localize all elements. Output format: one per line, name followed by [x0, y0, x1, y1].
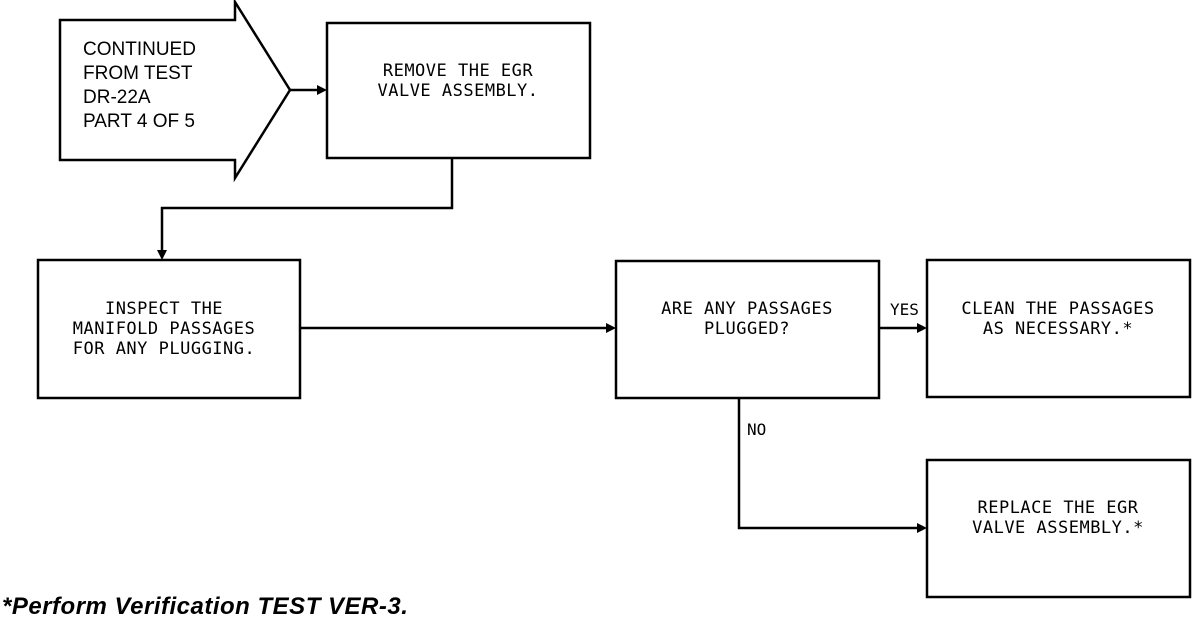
decision-passages-plugged: ARE ANY PASSAGES PLUGGED? [614, 259, 881, 400]
decision-passages-plugged-box [614, 259, 881, 400]
connector-inspect-to-decision [300, 323, 616, 333]
step-clean-line-2: AS NECESSARY.* [983, 319, 1133, 339]
continuation-pointer-shape [58, 0, 292, 183]
no-label: NO [747, 420, 766, 439]
step-replace-line-2: VALVE ASSEMBLY.* [972, 518, 1144, 538]
step-remove-valve-line-1: REMOVE THE EGR [383, 61, 534, 81]
step-remove-valve: REMOVE THE EGR VALVE ASSEMBLY. [325, 21, 592, 160]
verification-footnote: *Perform Verification TEST VER-3. [2, 593, 408, 620]
connector-yes-branch: YES [879, 300, 927, 333]
continuation-pointer: CONTINUED FROM TEST DR-22A PART 4 OF 5 [58, 0, 292, 183]
step-inspect-line-2: MANIFOLD PASSAGES [73, 319, 256, 339]
step-inspect-passages: INSPECT THE MANIFOLD PASSAGES FOR ANY PL… [36, 258, 302, 400]
step-remove-valve-line-2: VALVE ASSEMBLY. [377, 81, 538, 101]
step-replace-line-1: REPLACE THE EGR [977, 498, 1138, 518]
step-replace-valve-box [925, 458, 1192, 599]
connector-no-branch: NO [737, 398, 927, 533]
pointer-line-2: FROM TEST [83, 63, 193, 84]
pointer-line-1: CONTINUED [83, 39, 196, 60]
step-clean-passages-box [925, 258, 1192, 399]
connector-remove-to-inspect [157, 158, 454, 260]
decision-line-1: ARE ANY PASSAGES [661, 299, 833, 319]
step-replace-valve: REPLACE THE EGR VALVE ASSEMBLY.* [925, 458, 1192, 599]
yes-label: YES [890, 300, 919, 319]
pointer-line-4: PART 4 OF 5 [83, 111, 195, 132]
step-remove-valve-box [325, 21, 592, 160]
step-inspect-line-3: FOR ANY PLUGGING. [73, 339, 256, 359]
step-inspect-passages-box [36, 258, 302, 400]
step-clean-passages: CLEAN THE PASSAGES AS NECESSARY.* [925, 258, 1192, 399]
pointer-line-3: DR-22A [83, 87, 151, 108]
connector-pointer-to-remove [290, 85, 327, 95]
decision-line-2: PLUGGED? [704, 319, 790, 339]
step-clean-line-1: CLEAN THE PASSAGES [961, 299, 1154, 319]
step-inspect-line-1: INSPECT THE [105, 299, 223, 319]
